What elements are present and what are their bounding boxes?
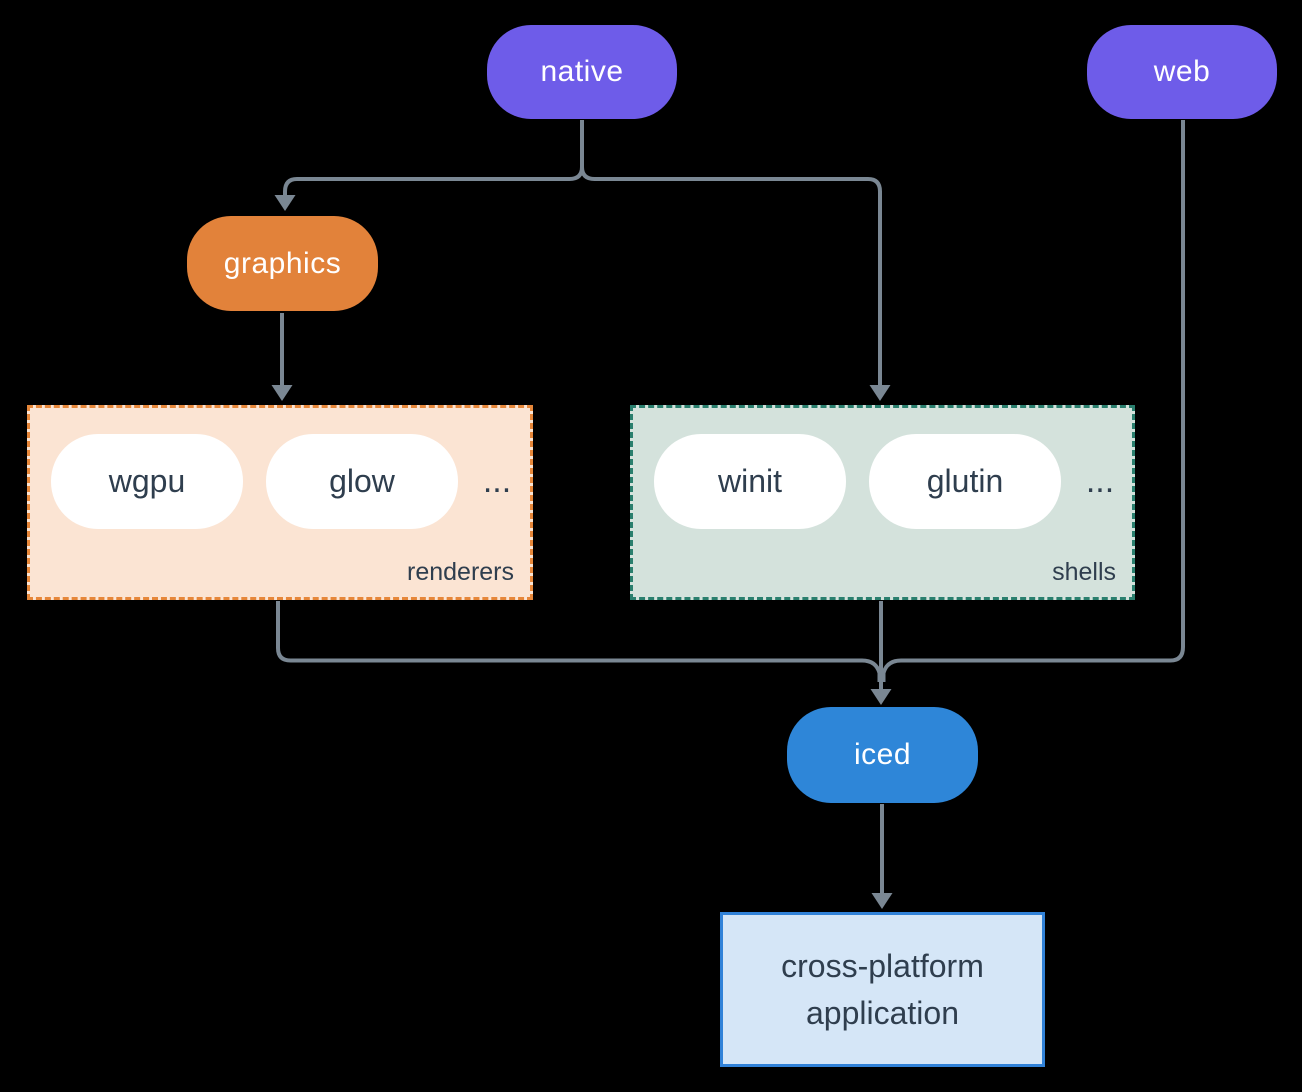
arrowhead-to-graphics: [274, 195, 296, 211]
edge-native-shells: [580, 120, 882, 385]
node-glutin-label: glutin: [926, 463, 1004, 499]
arrowhead-to-iced: [870, 689, 892, 705]
node-glutin: glutin: [869, 434, 1061, 529]
node-native: native: [487, 25, 677, 119]
group-renderers: wgpu glow ... renderers: [27, 405, 533, 600]
arrowhead-to-application: [871, 893, 893, 909]
renderers-ellipsis: ...: [482, 462, 512, 500]
node-iced: iced: [787, 707, 978, 803]
group-shells: winit glutin ... shells: [630, 405, 1135, 600]
node-wgpu-label: wgpu: [108, 463, 186, 499]
node-winit-label: winit: [717, 463, 782, 499]
app-label-line1: cross-platform: [781, 948, 984, 985]
edge-web-iced: [881, 120, 1185, 682]
node-web-label: web: [1153, 55, 1211, 88]
node-web: web: [1087, 25, 1277, 119]
arrowhead-to-renderers: [271, 385, 293, 401]
node-graphics: graphics: [187, 216, 378, 311]
arrowhead-to-shells: [869, 385, 891, 401]
app-label-line2: application: [806, 994, 959, 1031]
shells-ellipsis: ...: [1085, 462, 1115, 500]
node-cross-platform-application: cross-platform application: [720, 912, 1045, 1067]
node-native-label: native: [540, 55, 624, 88]
edge-native-graphics: [283, 120, 584, 196]
node-glow-label: glow: [329, 463, 395, 499]
node-winit: winit: [654, 434, 846, 529]
node-wgpu: wgpu: [51, 434, 243, 529]
node-graphics-label: graphics: [223, 246, 342, 280]
edge-renderers-iced: [276, 601, 882, 682]
group-label-shells: shells: [1052, 558, 1116, 586]
group-label-renderers: renderers: [407, 558, 514, 586]
node-glow: glow: [266, 434, 458, 529]
node-iced-label: iced: [853, 738, 912, 771]
